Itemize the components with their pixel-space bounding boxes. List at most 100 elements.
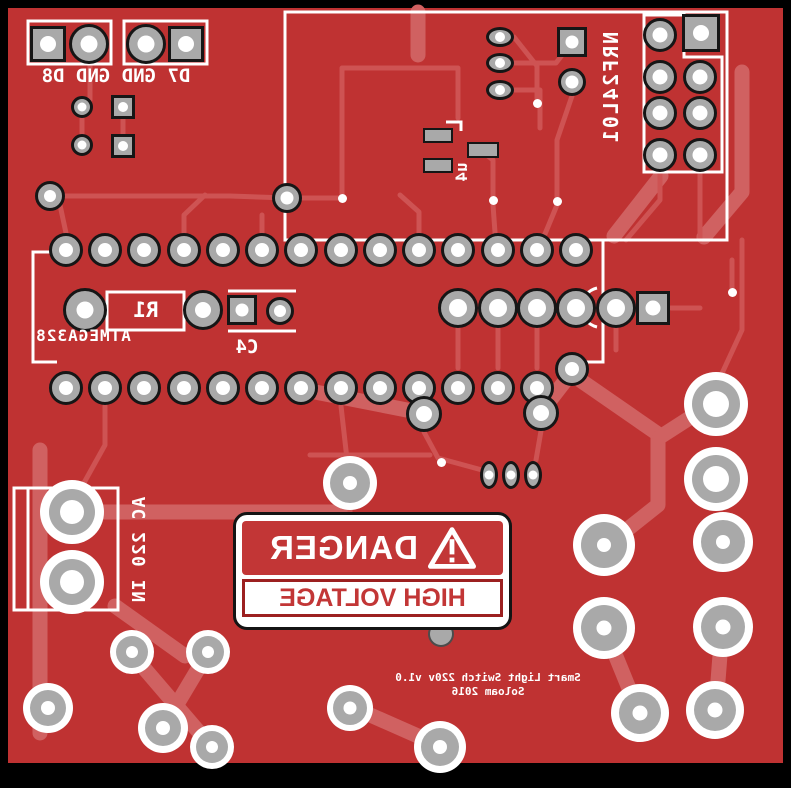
pad [49,233,83,267]
drill-hole [693,25,709,41]
pad [596,288,636,328]
pad [167,233,201,267]
drill-hole [137,381,151,395]
drill-hole [530,243,544,257]
pad [643,96,677,130]
drill-hole [44,190,56,202]
drill-hole [491,243,505,257]
drill-hole [565,35,579,49]
drill-hole [412,381,426,395]
drill-hole [41,701,55,715]
pad [636,291,670,325]
drill-hole [40,36,56,52]
pad [30,26,66,62]
drill-hole [495,32,505,42]
pad [438,288,478,328]
drill-hole [597,538,611,552]
pad [111,95,135,119]
pad [30,690,66,726]
drill-hole [416,406,432,422]
drill-hole [137,35,155,53]
small-silk-hook [446,120,463,131]
pad [643,18,677,52]
drill-hole [195,302,211,318]
pad [266,297,294,325]
ac-220-in-label: AC 220 IN [129,496,150,604]
drill-hole [373,243,387,257]
header-d7gnd-outline [26,19,113,66]
smd-pad [423,157,453,173]
pad [557,27,587,57]
via [337,193,347,203]
drill-hole [59,381,73,395]
drill-hole [484,470,494,480]
drill-hole [645,300,661,316]
pad [49,371,83,405]
drill-hole [274,305,286,317]
drill-hole [652,105,668,121]
drill-hole [216,381,230,395]
pad [206,233,240,267]
drill-hole [632,705,648,721]
drill-hole [569,243,583,257]
drill-hole [177,381,191,395]
drill-hole [255,243,269,257]
pad [272,183,302,213]
pad [643,60,677,94]
drill-hole [565,75,579,89]
drill-hole [216,243,230,257]
pad [581,522,627,568]
pad [88,371,122,405]
pad [63,288,107,332]
drill-hole [118,141,128,151]
via [727,287,737,297]
capacitor-value-label: u4 [452,162,471,182]
pad [480,461,498,489]
drill-hole [652,147,668,163]
atmega328-label: ATMEGA328 [35,326,131,345]
pad [196,731,228,763]
pad [481,371,515,405]
pad [486,80,514,100]
drill-hole [235,303,249,317]
drill-hole [433,740,447,754]
pad [559,233,593,267]
drill-hole [489,299,507,317]
board-title-line1: Smart Light Switch 220v v1.0 [395,671,581,684]
pad [363,233,397,267]
pad [683,138,717,172]
via [532,98,542,108]
drill-hole [334,243,348,257]
danger-banner: DANGER [242,521,503,575]
drill-hole [60,500,84,524]
pad [524,461,542,489]
via [552,196,562,206]
drill-hole [60,570,84,594]
drill-hole [178,36,194,52]
nrf24l01-label: NRF24L01 [599,31,623,145]
drill-hole [156,721,170,735]
pad [692,455,740,503]
high-voltage-title: HIGH VOLTAGE [242,579,503,617]
drill-hole [412,243,426,257]
thin-copper-traces [57,34,745,515]
pad [523,395,559,431]
drill-hole [567,299,585,317]
pad [69,24,109,64]
drill-hole [596,620,612,636]
drill-hole [177,243,191,257]
header-gndd8-outline [122,19,209,66]
pad [284,233,318,267]
c4-label: C4 [235,336,259,358]
c4-outline [228,289,296,333]
pad [71,96,93,118]
pad [441,233,475,267]
drill-hole [137,243,151,257]
drill-hole [692,69,708,85]
pad [127,371,161,405]
pad [127,233,161,267]
pad [478,288,518,328]
drill-hole [495,58,505,68]
drill-hole [294,243,308,257]
